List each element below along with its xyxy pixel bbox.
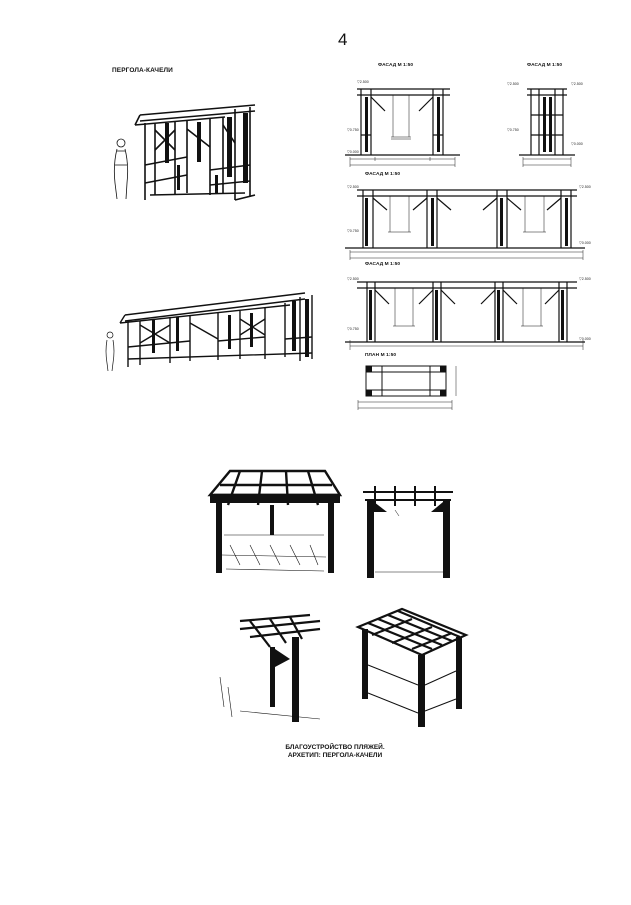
- svg-text:▽0.750: ▽0.750: [347, 229, 359, 233]
- svg-text:▽2.500: ▽2.500: [347, 185, 359, 189]
- svg-text:▽2.500: ▽2.500: [571, 82, 583, 86]
- svg-text:▽0.000: ▽0.000: [579, 337, 591, 341]
- facade-4-label: ФАСАД М 1:50: [365, 262, 401, 267]
- svg-text:▽0.750: ▽0.750: [347, 128, 359, 132]
- facade-1-drawing: ▽2.500 ▽0.750 ▽0.000: [345, 80, 460, 167]
- svg-text:▽2.500: ▽2.500: [579, 277, 591, 281]
- svg-text:▽2.500: ▽2.500: [507, 82, 519, 86]
- facade-1-label: ФАСАД М 1:50: [378, 63, 414, 68]
- facade-2-drawing: ▽2.500 ▽2.500 ▽0.750 ▽0.000: [507, 82, 583, 167]
- svg-text:▽0.000: ▽0.000: [571, 142, 583, 146]
- svg-text:▽2.500: ▽2.500: [579, 185, 591, 189]
- plan-label: ПЛАН М 1:50: [365, 353, 397, 358]
- perspective-sketch-long: [105, 292, 313, 372]
- photo-top-view: [207, 469, 343, 573]
- page-number: 4: [338, 30, 348, 49]
- photo-front-view: [363, 486, 453, 578]
- caption: БЛАГОУСТРОЙСТВО ПЛЯЖЕЙ. АРХЕТИП: ПЕРГОЛА…: [260, 744, 410, 760]
- plan-drawing: [357, 365, 457, 410]
- photo-perspective-view: [355, 607, 469, 727]
- perspective-sketch-single: [113, 104, 256, 201]
- facade-3-drawing: ▽2.500 ▽2.500 ▽0.750 ▽0.000: [345, 185, 591, 260]
- svg-text:▽0.000: ▽0.000: [579, 241, 591, 245]
- photo-angle-view: [219, 613, 321, 722]
- svg-text:▽2.500: ▽2.500: [347, 277, 359, 281]
- svg-text:▽2.500: ▽2.500: [357, 80, 369, 84]
- svg-text:▽0.750: ▽0.750: [507, 128, 519, 132]
- svg-text:▽0.000: ▽0.000: [347, 150, 359, 154]
- facade-2-label: ФАСАД М 1:50: [527, 63, 563, 68]
- facade-3-label: ФАСАД М 1:50: [365, 172, 401, 177]
- svg-text:▽0.750: ▽0.750: [347, 327, 359, 331]
- caption-line-2: АРХЕТИП: ПЕРГОЛА-КАЧЕЛИ: [287, 752, 383, 759]
- facade-4-drawing: ▽2.500 ▽2.500 ▽0.750 ▽0.000: [345, 277, 591, 350]
- pergola-title: ПЕРГОЛА-КАЧЕЛИ: [112, 67, 173, 74]
- caption-line-1: БЛАГОУСТРОЙСТВО ПЛЯЖЕЙ.: [285, 744, 385, 751]
